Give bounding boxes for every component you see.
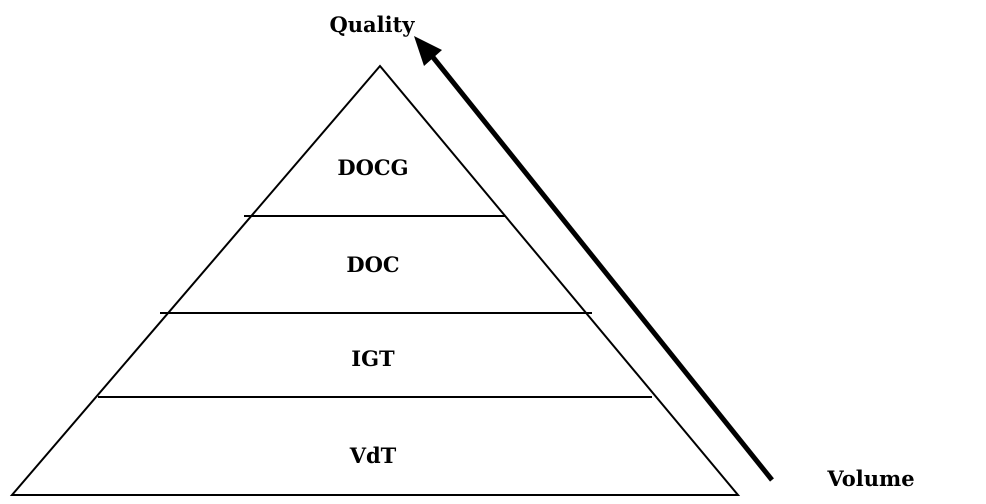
quality-arrow-head — [414, 36, 442, 66]
tier-label-doc: DOC — [346, 252, 400, 277]
tier-label-docg: DOCG — [337, 155, 409, 180]
quality-arrow-shaft — [430, 54, 774, 482]
volume-axis-label: Volume — [827, 466, 915, 491]
pyramid-outline — [9, 64, 741, 496]
quality-axis-label: Quality — [329, 12, 415, 37]
tier-label-igt: IGT — [351, 346, 395, 371]
tier-label-vdt: VdT — [349, 443, 397, 468]
